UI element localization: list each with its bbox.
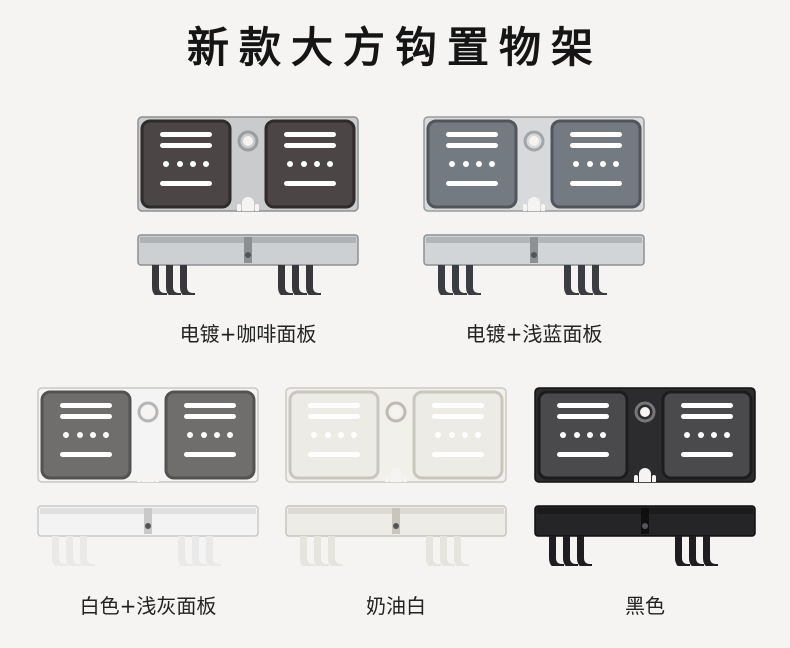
shelf-illustration — [285, 387, 507, 566]
variant-cream-white — [284, 386, 508, 566]
variant-label-white-lightgray: 白色+浅灰面板 — [79, 594, 217, 618]
variant-chrome-lightblue — [422, 115, 646, 295]
variant-white-lightgray — [36, 386, 260, 566]
variant-label-cream-white: 奶油白 — [366, 594, 426, 618]
variant-black — [533, 386, 757, 566]
variant-chrome-coffee — [136, 115, 360, 295]
shelf-illustration — [137, 116, 359, 295]
page-title: 新款大方钩置物架 — [186, 23, 603, 72]
shelf-illustration — [423, 116, 645, 295]
shelf-illustration — [37, 387, 259, 566]
variant-label-chrome-lightblue: 电镀+浅蓝面板 — [465, 322, 603, 346]
variant-label-chrome-coffee: 电镀+咖啡面板 — [179, 322, 317, 346]
shelf-illustration — [534, 387, 756, 566]
variant-label-black: 黑色 — [625, 594, 665, 618]
